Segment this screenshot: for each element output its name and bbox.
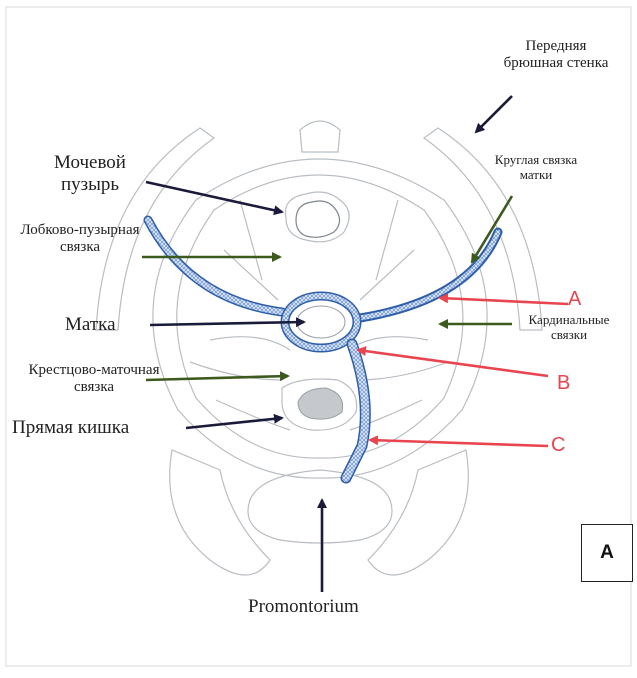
label-anterior-wall: Передняя брюшная стенка: [494, 38, 618, 73]
label-promontorium: Promontorium: [248, 596, 359, 618]
label-round-ligament: Круглая связка матки: [478, 153, 594, 183]
arrow-b: [358, 350, 548, 376]
label-uterus: Матка: [65, 314, 116, 336]
panel-label: A: [581, 524, 633, 582]
bladder-shape: [296, 201, 340, 237]
letter-c: C: [551, 434, 565, 457]
arrow-c: [370, 440, 548, 446]
mesh-implant: [148, 220, 498, 478]
rectum-shape: [298, 388, 343, 419]
label-rectum: Прямая кишка: [12, 417, 129, 439]
label-cardinal: Кардинальные связки: [514, 313, 624, 343]
label-pubovesical: Лобково-пузырная связка: [18, 222, 142, 257]
bladder-arrow: [146, 182, 282, 212]
arrow-a: [440, 298, 568, 304]
rectum-arrow: [186, 418, 282, 428]
letter-b: B: [557, 372, 570, 395]
anterior-wall-arrow: [476, 96, 512, 132]
letter-a: A: [568, 288, 581, 311]
label-sacrouterine: Крестцово-маточная связка: [26, 362, 162, 397]
label-bladder: Мочевой пузырь: [30, 152, 150, 196]
